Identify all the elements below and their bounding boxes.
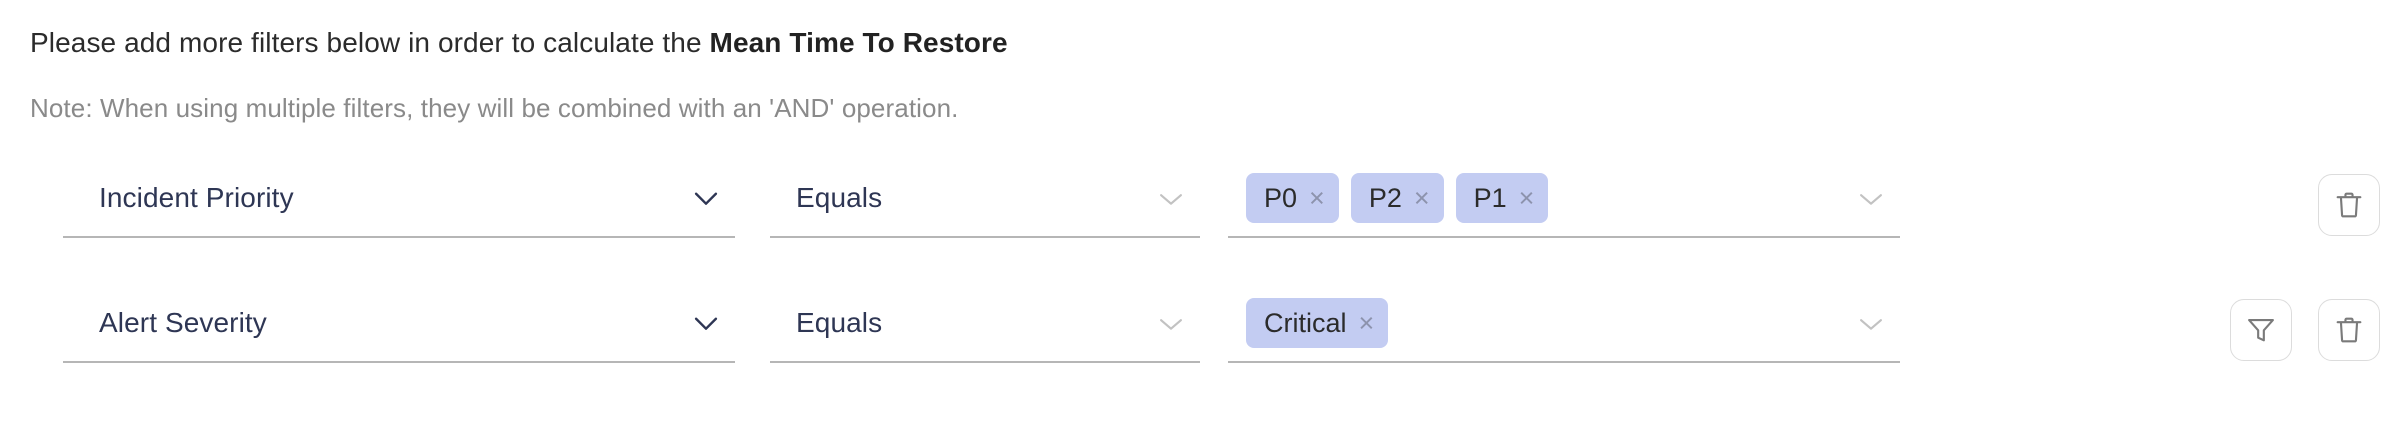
chevron-down-icon: [1860, 194, 1882, 205]
apply-filter-button[interactable]: [2230, 299, 2292, 361]
trash-icon: [2336, 317, 2362, 343]
filter-attribute-select[interactable]: Alert Severity: [63, 285, 735, 363]
chip-remove-icon[interactable]: ×: [1518, 182, 1535, 213]
filter-value-chip[interactable]: Critical ×: [1246, 298, 1389, 348]
filter-value-chip-list: P0 × P2 × P1 ×: [1246, 173, 1549, 223]
chevron-down-icon: [694, 317, 718, 330]
filter-value-chip[interactable]: P0 ×: [1246, 173, 1339, 223]
funnel-icon: [2248, 319, 2274, 342]
chip-label: P1: [1473, 182, 1507, 213]
filter-attribute-value: Incident Priority: [99, 182, 294, 213]
filter-value-select[interactable]: P0 × P2 × P1 ×: [1228, 160, 1900, 238]
filter-row-actions: [2318, 174, 2380, 236]
filter-value-select[interactable]: Critical ×: [1228, 285, 1900, 363]
chip-remove-icon[interactable]: ×: [1309, 182, 1325, 213]
filter-row: Alert Severity Equals Critical ×: [0, 285, 2408, 410]
delete-filter-button[interactable]: [2318, 299, 2380, 361]
chevron-down-icon: [1860, 319, 1882, 330]
page-title-prefix: Please add more filters below in order t…: [30, 27, 710, 58]
chevron-down-icon: [1160, 319, 1182, 330]
filter-operator-value: Equals: [796, 307, 883, 338]
filter-value-chip-list: Critical ×: [1246, 298, 1389, 348]
chip-label: Critical: [1264, 307, 1347, 338]
filter-attribute-value: Alert Severity: [99, 307, 267, 338]
filter-note: Note: When using multiple filters, they …: [30, 93, 959, 123]
page-title-metric: Mean Time To Restore: [709, 27, 1008, 58]
filter-row-actions: [2230, 299, 2380, 361]
delete-filter-button[interactable]: [2318, 174, 2380, 236]
page-title: Please add more filters below in order t…: [30, 26, 1008, 60]
filter-operator-select[interactable]: Equals: [770, 285, 1200, 363]
chip-label: P2: [1368, 182, 1402, 213]
filter-value-chip[interactable]: P2 ×: [1350, 173, 1444, 223]
filter-row: Incident Priority Equals P0 ×: [0, 160, 2408, 285]
trash-icon: [2336, 192, 2362, 218]
filter-value-chip[interactable]: P1 ×: [1455, 173, 1549, 223]
chip-remove-icon[interactable]: ×: [1413, 182, 1430, 213]
filter-operator-value: Equals: [796, 182, 883, 213]
chip-remove-icon[interactable]: ×: [1358, 307, 1375, 338]
chip-label: P0: [1264, 182, 1298, 213]
filter-operator-select[interactable]: Equals: [770, 160, 1200, 238]
chevron-down-icon: [1160, 194, 1182, 205]
filter-row-list: Incident Priority Equals P0 ×: [0, 160, 2408, 410]
filter-attribute-select[interactable]: Incident Priority: [63, 160, 735, 238]
chevron-down-icon: [694, 192, 718, 205]
